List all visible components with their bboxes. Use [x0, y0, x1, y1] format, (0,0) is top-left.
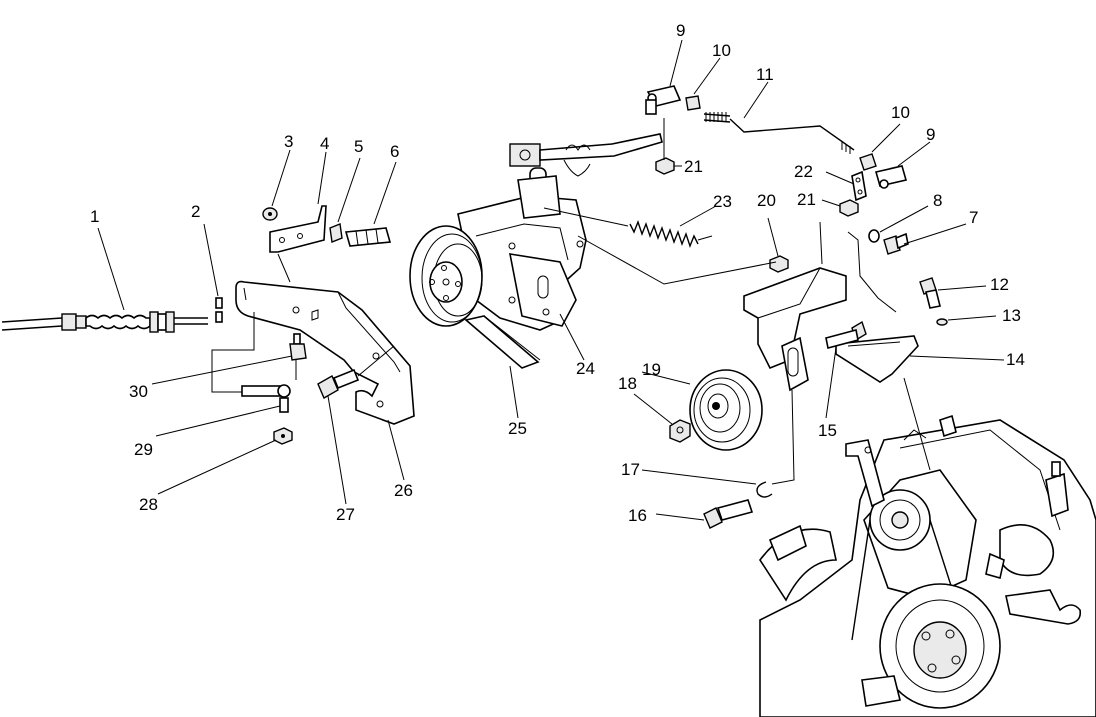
bolt-7 — [883, 232, 909, 255]
callout-13: 13 — [1002, 306, 1021, 325]
flange-nut-18 — [669, 419, 691, 443]
callout-30: 30 — [129, 382, 148, 401]
engine-block — [759, 414, 1096, 717]
callout-16: 16 — [628, 506, 647, 525]
callout-10-lower: 10 — [891, 103, 910, 122]
idler-pulley — [689, 369, 763, 451]
callout-20: 20 — [757, 191, 776, 210]
nut-21-lower — [839, 199, 859, 217]
callout-10-upper: 10 — [712, 41, 731, 60]
pump-housing — [457, 195, 587, 331]
callout-6: 6 — [390, 142, 400, 161]
callout-1: 1 — [90, 207, 100, 226]
bolt-15 — [825, 320, 867, 349]
callout-21-upper: 21 — [684, 157, 703, 176]
callout-24: 24 — [576, 359, 595, 378]
callout-9-upper: 9 — [676, 21, 686, 40]
alignment-lines — [211, 118, 931, 485]
nut-21-upper — [655, 157, 675, 175]
belt-bar — [464, 315, 541, 369]
callout-2: 2 — [191, 202, 201, 221]
bolt-12 — [919, 277, 941, 309]
callout-29: 29 — [134, 440, 153, 459]
spacer-17 — [756, 481, 773, 498]
callout-27: 27 — [336, 505, 355, 524]
upper-bracket-group — [262, 205, 392, 253]
callout-25: 25 — [508, 419, 527, 438]
spring-23 — [543, 207, 713, 249]
callout-28: 28 — [139, 495, 158, 514]
callout-21-lower: 21 — [797, 190, 816, 209]
callout-7: 7 — [969, 208, 979, 227]
throttle-arm — [509, 133, 663, 219]
washer-13 — [936, 318, 948, 326]
callout-14: 14 — [1006, 350, 1025, 369]
callout-22: 22 — [794, 162, 813, 181]
bolt-30 — [289, 333, 307, 361]
callout-26: 26 — [394, 481, 413, 500]
cable-clip — [215, 297, 223, 323]
callout-11: 11 — [756, 65, 774, 84]
callout-23: 23 — [713, 192, 732, 211]
callout-17: 17 — [621, 460, 640, 479]
pump-pulley — [409, 225, 483, 327]
callout-3: 3 — [284, 132, 294, 151]
callout-8: 8 — [933, 191, 943, 210]
nut-28 — [273, 427, 293, 445]
leader-lines — [97, 39, 1005, 521]
washer-8 — [868, 229, 880, 243]
rod-assembly — [645, 85, 908, 189]
callout-12: 12 — [990, 275, 1009, 294]
callout-15: 15 — [818, 421, 837, 440]
main-bracket — [235, 280, 415, 425]
idler-bracket — [743, 231, 919, 392]
callout-5: 5 — [354, 137, 364, 156]
nut-20 — [769, 255, 789, 273]
bolt-27 — [317, 368, 360, 399]
throttle-cable — [1, 311, 208, 333]
ball-joint-29 — [241, 384, 291, 413]
callout-18: 18 — [618, 374, 637, 393]
link-plate-22 — [851, 170, 867, 202]
callout-9-lower: 9 — [926, 125, 936, 144]
bolt-16 — [703, 499, 754, 529]
callout-4: 4 — [320, 134, 330, 153]
callout-19: 19 — [642, 360, 661, 379]
